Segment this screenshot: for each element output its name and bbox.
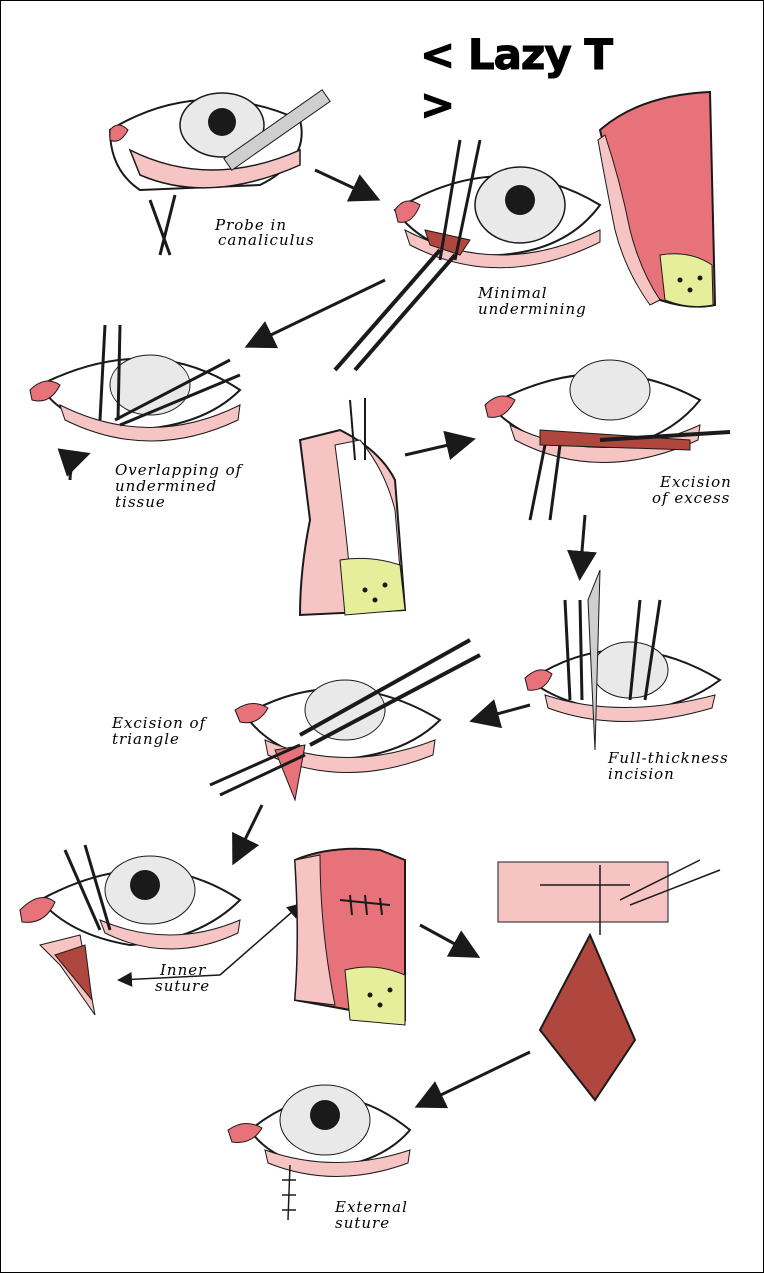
label-fullthick-line2: incision	[608, 765, 675, 783]
label-inner-line1: Inner	[159, 961, 206, 979]
label-overlap-line2: undermined	[115, 477, 217, 495]
label-probe-line1: Probe in	[214, 216, 287, 234]
panel-minimal-undermining	[333, 139, 602, 372]
panel-inner-suture-eye	[19, 844, 242, 1016]
label-minimal-line1: Minimal	[477, 284, 548, 302]
label-minimal-line2: undermining	[478, 300, 587, 318]
diagram-title: < Lazy T >	[420, 30, 614, 130]
label-overlap-line3: tissue	[115, 493, 166, 511]
panel-external-suture	[227, 1084, 412, 1221]
panel-probe-eye	[108, 89, 331, 256]
label-excess-line1: Excision	[659, 473, 732, 491]
panel-full-thickness	[524, 569, 722, 751]
panel-cross-section-middle	[298, 398, 407, 617]
label-external-line2: suture	[335, 1214, 390, 1232]
panel-overlapping	[29, 324, 242, 481]
label-probe-line2: canaliculus	[218, 231, 315, 249]
label-fullthick-line1: Full-thickness	[607, 749, 729, 767]
label-external-line1: External	[334, 1198, 408, 1216]
label-overlap-line1: Overlapping of	[115, 461, 244, 479]
label-excess-line2: of excess	[652, 489, 730, 507]
panel-cross-section-top	[597, 90, 717, 308]
panel-cross-section-bottom	[293, 847, 406, 1026]
panel-suture-detail	[497, 859, 721, 1102]
label-inner-line2: suture	[155, 977, 210, 995]
panel-excision-triangle	[209, 638, 481, 802]
label-triangle-line2: triangle	[112, 730, 180, 748]
label-triangle-line1: Excision of	[111, 714, 208, 732]
panel-excision-excess	[484, 359, 731, 521]
